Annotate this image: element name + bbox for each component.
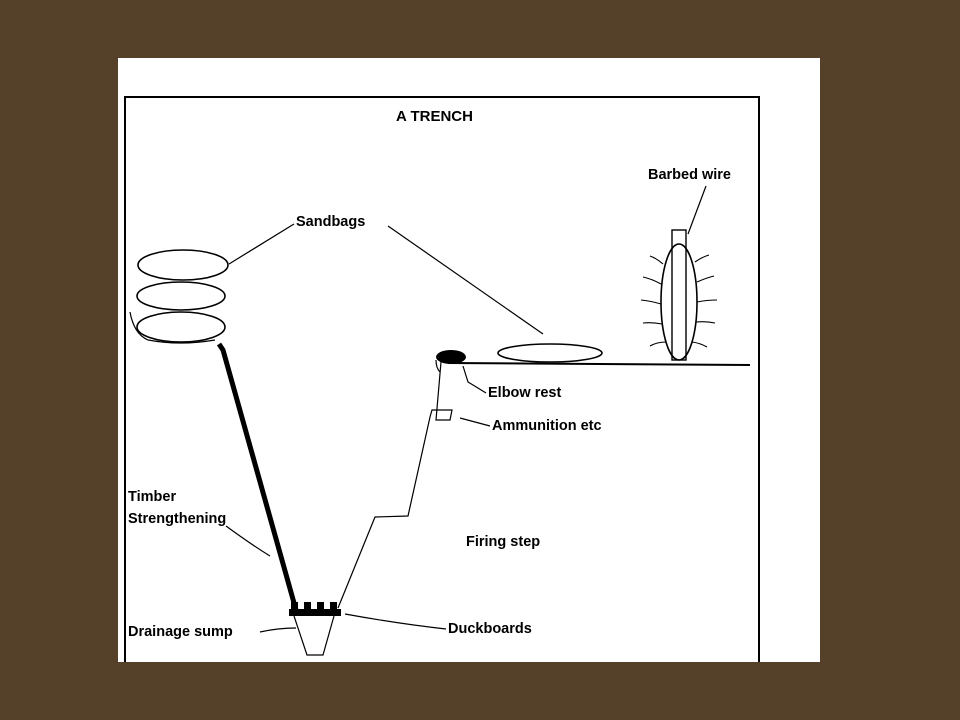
leader-sandbags-left <box>228 223 295 265</box>
label-duckboards: Duckboards <box>448 621 532 637</box>
diagram-title: A TRENCH <box>396 108 473 125</box>
label-timber-line1: Timber <box>128 489 176 505</box>
label-elbow-rest: Elbow rest <box>488 385 561 401</box>
elbow-rest <box>436 350 466 364</box>
diagram-frame <box>124 96 760 662</box>
label-firing-step: Firing step <box>466 534 540 550</box>
label-sandbags: Sandbags <box>296 214 365 230</box>
label-timber-line2: Strengthening <box>128 511 226 527</box>
label-drainage-sump: Drainage sump <box>128 624 233 640</box>
leader-barbed-wire <box>687 185 707 235</box>
leader-sandbags-right <box>387 225 544 335</box>
slide <box>118 58 820 662</box>
leader-duckboards <box>344 613 447 630</box>
timber-strengthening <box>216 342 299 611</box>
sandbag <box>136 281 226 311</box>
leader-timber <box>225 525 271 557</box>
sandbag <box>137 249 229 281</box>
wire-post <box>671 229 687 361</box>
label-ammunition: Ammunition etc <box>492 418 602 434</box>
ground-line <box>447 362 751 366</box>
sandbags-left <box>129 249 229 344</box>
drainage-sump <box>293 615 335 656</box>
elbow-rest-curve <box>435 359 441 373</box>
parapet-curl <box>129 311 216 344</box>
leader-elbow-rest <box>462 365 487 394</box>
leader-ammunition <box>459 417 491 427</box>
trench-wall-right <box>337 361 453 609</box>
sandbag-right <box>497 343 603 363</box>
wire-barbs <box>640 254 718 348</box>
leader-drainage-sump <box>259 627 297 633</box>
barbed-wire <box>640 229 718 361</box>
sandbag <box>136 311 226 343</box>
duckboards <box>289 602 341 616</box>
label-barbed-wire: Barbed wire <box>648 167 731 183</box>
